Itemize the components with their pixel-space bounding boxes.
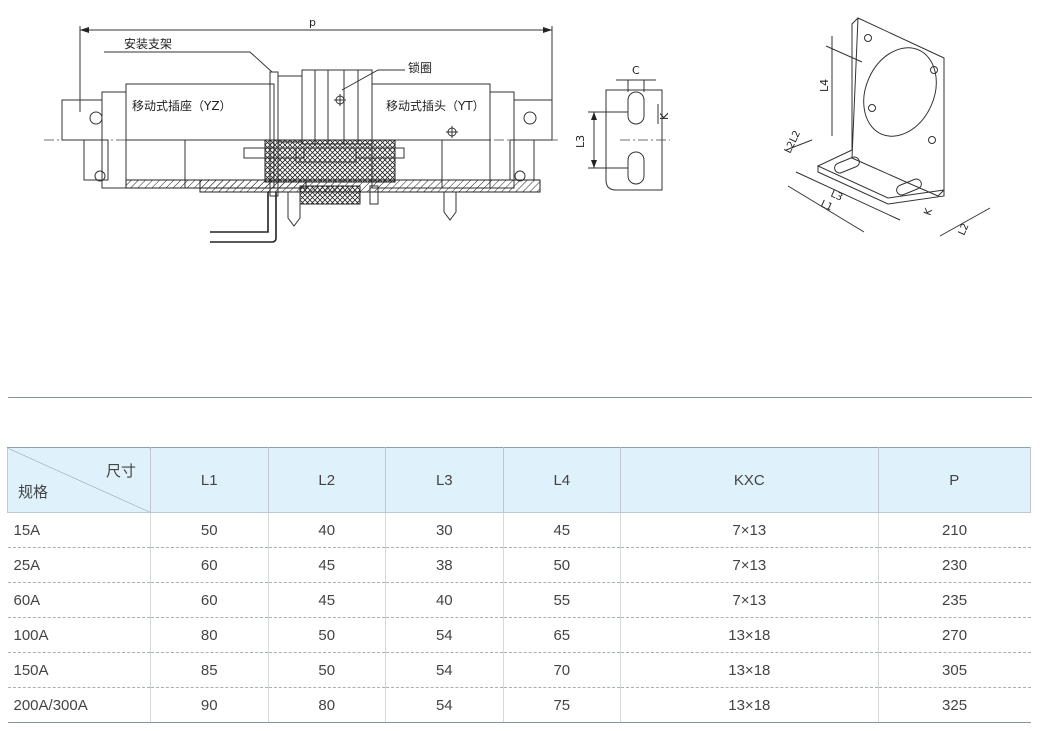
table-cell: 45	[267, 547, 386, 583]
iso-k-label: K	[922, 207, 935, 217]
iso-l3-label: L3	[829, 189, 844, 204]
bracket-isometric-view: L4 L2L2 L3 L1 K L2	[783, 17, 991, 237]
socket-label: 移动式插座（YZ）	[132, 98, 232, 113]
table-row: 15A 50 40 30 45 7×13 210	[7, 512, 1031, 548]
table-cell: 85	[150, 652, 269, 688]
table-cell: 50	[502, 547, 621, 583]
table-cell: 305	[877, 652, 1031, 688]
table-cell: 15A	[7, 512, 151, 548]
table-cell: 235	[877, 582, 1031, 618]
table-cell: 100A	[7, 617, 151, 653]
column-header: L4	[502, 447, 622, 513]
technical-drawing: p	[44, 16, 991, 243]
table-cell: 13×18	[620, 617, 879, 653]
p-dimension-label: p	[309, 16, 316, 29]
table-row: 200A/300A 90 80 54 75 13×18 325	[7, 687, 1031, 723]
table-cell: 80	[150, 617, 269, 653]
table-cell: 45	[502, 512, 621, 548]
lock-ring-label: 锁圈	[408, 60, 432, 75]
spec-table: 尺寸 规格 L1 L2 L3 L4 KXC P 15A 50 40 30 45 …	[7, 447, 1032, 723]
table-cell: 30	[385, 512, 504, 548]
table-cell: 230	[877, 547, 1031, 583]
iso-l1-label: L1	[819, 199, 834, 214]
table-cell: 54	[385, 687, 504, 723]
bracket-label: 安装支架	[124, 36, 172, 51]
bracket-round-opening	[863, 47, 937, 137]
table-cell: 54	[385, 652, 504, 688]
table-cell: 90	[150, 687, 269, 723]
table-cell: 13×18	[620, 652, 879, 688]
table-cell: 325	[877, 687, 1031, 723]
l4-label: L4	[818, 79, 831, 92]
table-cell: 55	[502, 582, 621, 618]
table-row: 100A 80 50 54 65 13×18 270	[7, 617, 1031, 653]
table-cell: 50	[267, 652, 386, 688]
column-header: L3	[385, 447, 504, 513]
table-cell: 75	[502, 687, 621, 723]
corner-bottom-label: 规格	[18, 484, 49, 501]
table-cell: 80	[267, 687, 386, 723]
table-cell: 60A	[7, 582, 151, 618]
table-cell: 7×13	[620, 512, 879, 548]
table-cell: 38	[385, 547, 504, 583]
table-row: 150A 85 50 54 70 13×18 305	[7, 652, 1031, 688]
table-cell: 210	[877, 512, 1031, 548]
table-corner-header: 尺寸 规格	[7, 447, 151, 513]
column-header: P	[877, 447, 1032, 513]
plug-label: 移动式插头（YT）	[386, 99, 485, 113]
table-cell: 200A/300A	[7, 687, 151, 723]
table-cell: 25A	[7, 547, 151, 583]
table-cell: 60	[150, 547, 269, 583]
side-k-label: K	[658, 112, 671, 120]
lock-ring	[301, 69, 373, 145]
corner-top-label: 尺寸	[105, 463, 136, 480]
table-cell: 40	[385, 582, 504, 618]
table-cell: 7×13	[620, 547, 879, 583]
side-l3-label: L3	[574, 135, 587, 148]
iso-l2-label: L2	[957, 222, 972, 237]
table-cell: 60	[150, 582, 269, 618]
bracket-side-view: L3 C K	[574, 64, 671, 191]
section-divider	[8, 397, 1032, 398]
table-cell: 13×18	[620, 687, 879, 723]
l2l2-label: L2L2	[783, 129, 803, 155]
table-cell: 150A	[7, 652, 151, 688]
table-cell: 65	[502, 617, 621, 653]
table-row: 60A 60 45 40 55 7×13 235	[7, 582, 1031, 618]
side-c-label: C	[632, 64, 640, 77]
table-cell: 45	[267, 582, 386, 618]
column-header: L2	[267, 447, 387, 513]
table-cell: 270	[877, 617, 1031, 653]
column-header: KXC	[620, 447, 879, 513]
table-cell: 54	[385, 617, 504, 653]
table-cell: 50	[150, 512, 269, 548]
table-cell: 50	[267, 617, 386, 653]
connector-section-view: p	[44, 16, 560, 243]
table-row: 25A 60 45 38 50 7×13 230	[7, 547, 1031, 583]
table-cell: 7×13	[620, 582, 879, 618]
table-header-row: 尺寸 规格 L1 L2 L3 L4 KXC P	[7, 447, 1032, 513]
column-header: L1	[150, 447, 269, 513]
table-cell: 70	[502, 652, 621, 688]
table-cell: 40	[267, 512, 386, 548]
